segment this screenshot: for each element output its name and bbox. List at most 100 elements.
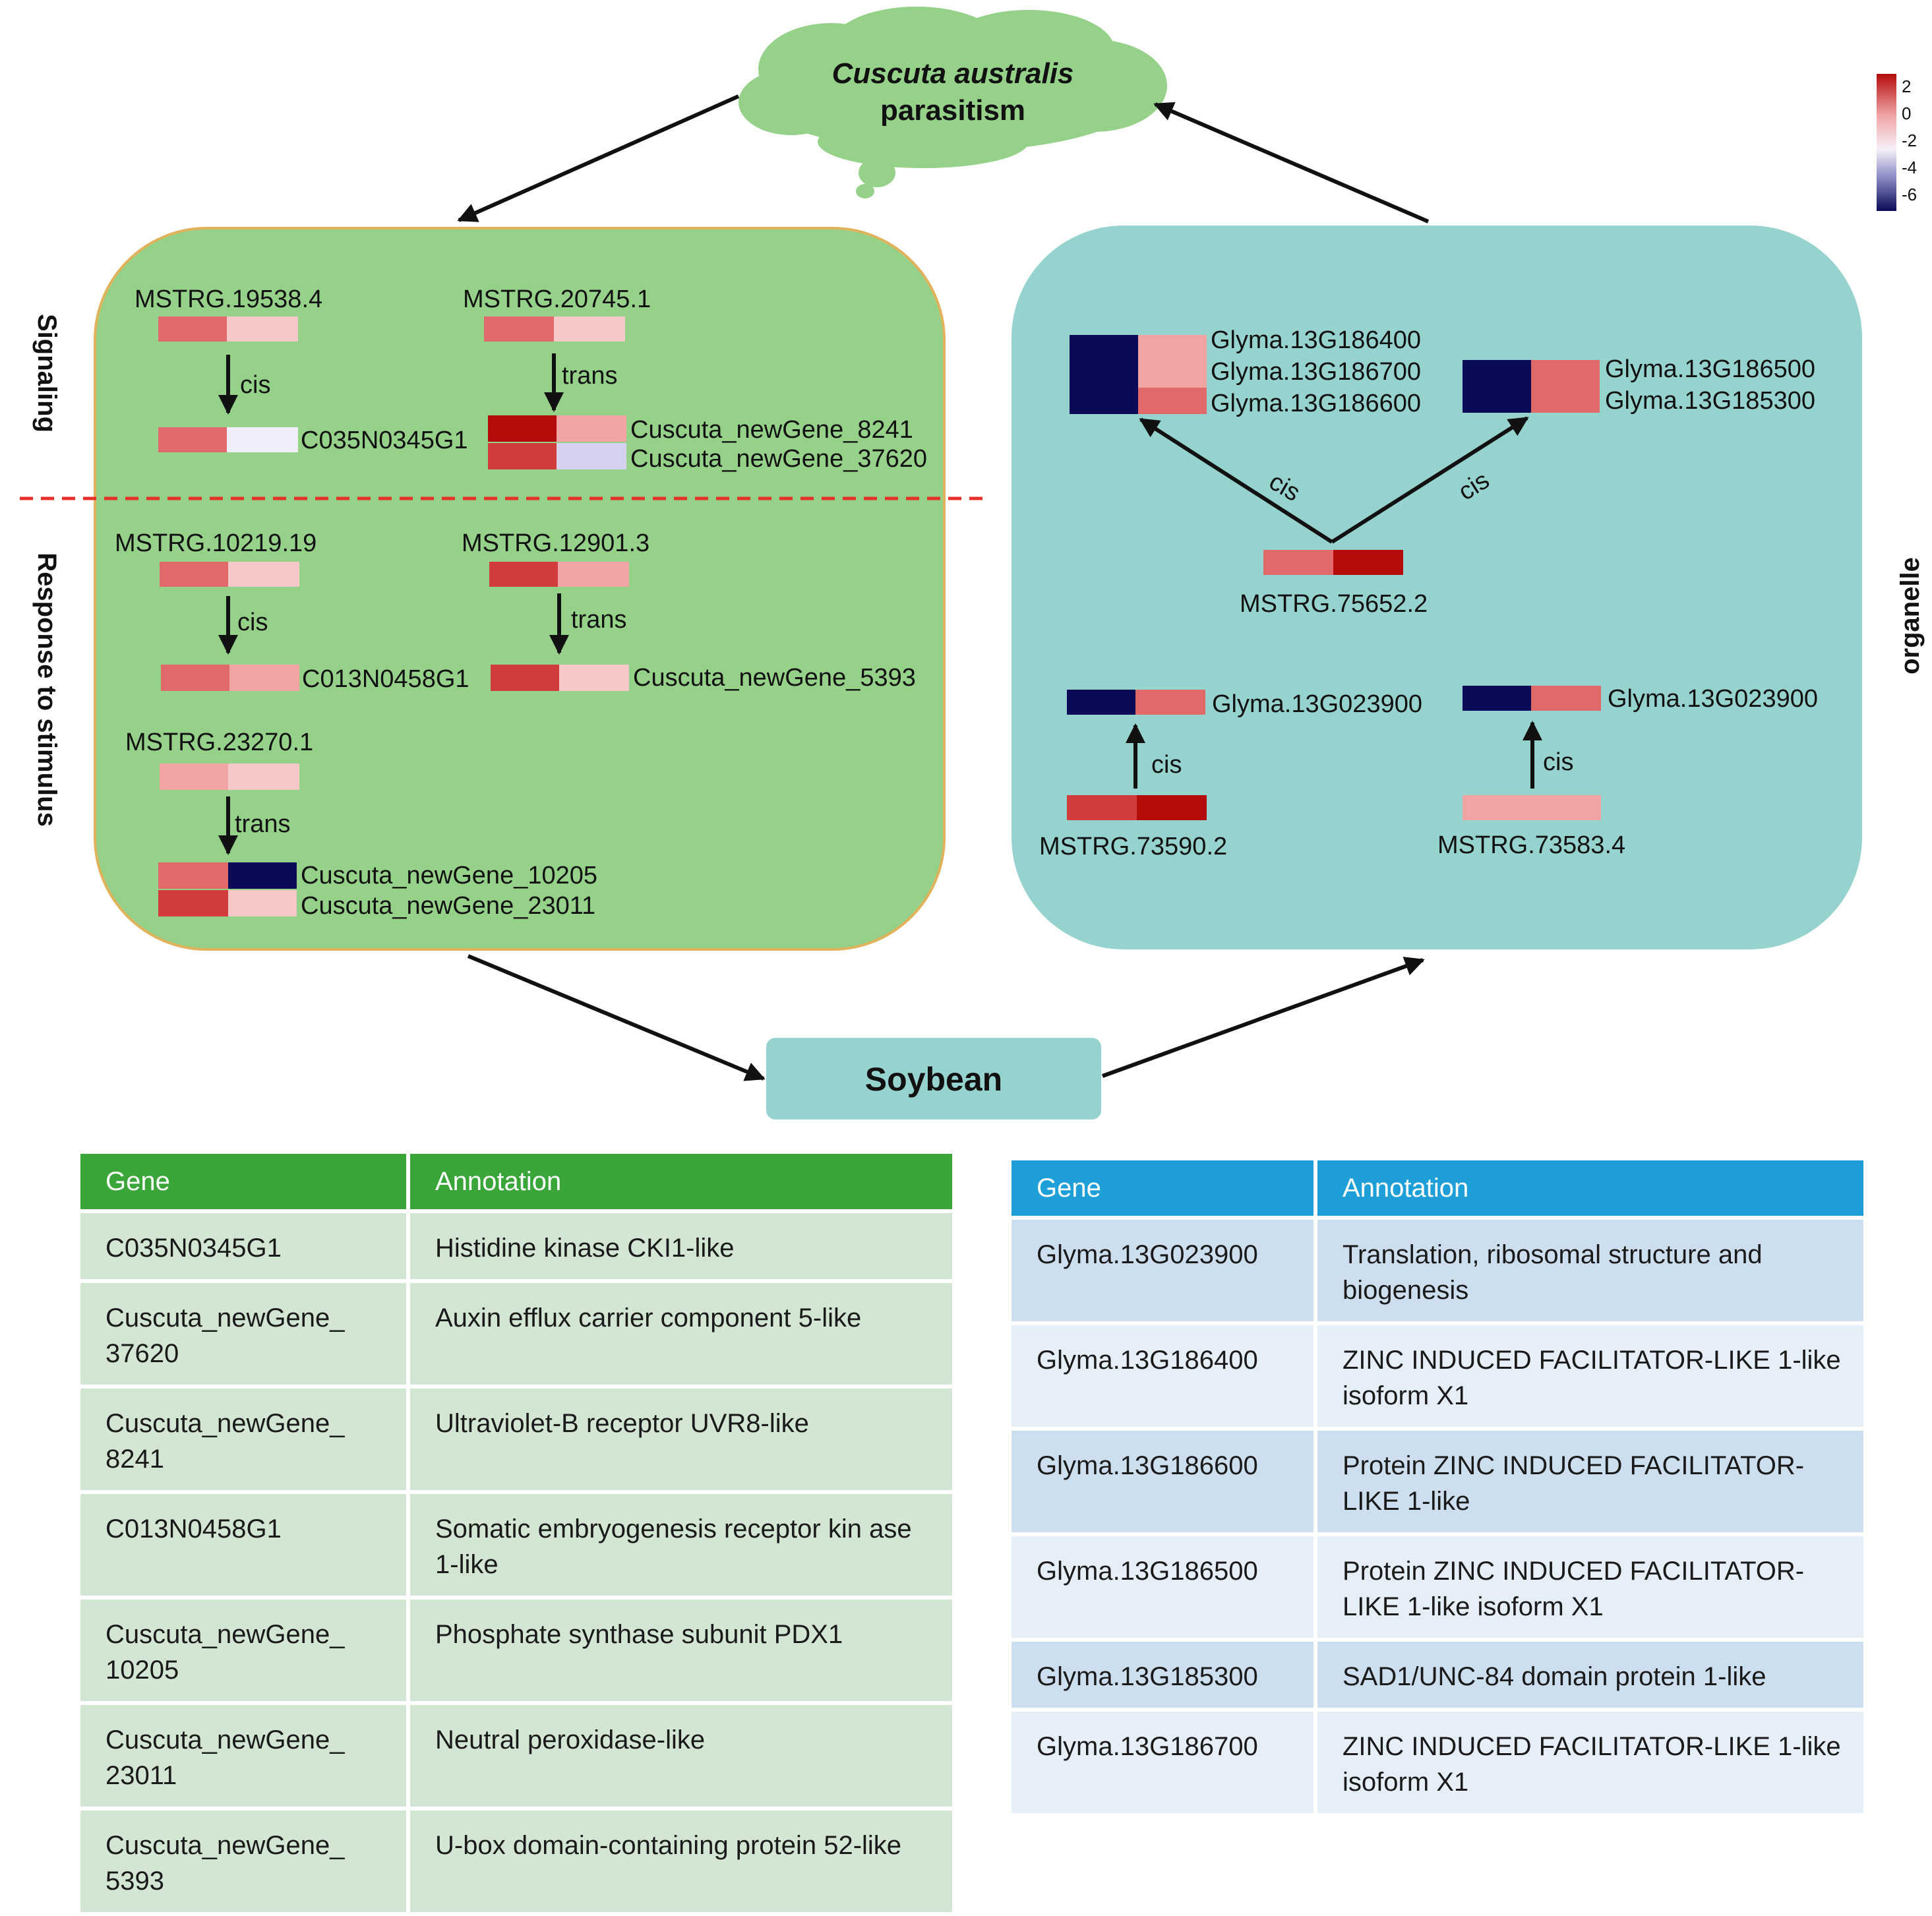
heat-cell <box>228 890 297 916</box>
relation-label: trans <box>571 606 626 634</box>
table-row: C035N0345G1 Histidine kinase CKI1-like <box>80 1213 952 1279</box>
table-row: Cuscuta_newGene_ 5393 U-box domain-conta… <box>80 1811 952 1912</box>
gene-label: Cuscuta_newGene_5393 <box>633 664 916 692</box>
lnc-label: MSTRG.10219.19 <box>115 529 317 557</box>
relation-label: cis <box>240 371 270 399</box>
soybean-annotation-table: Gene Annotation Glyma.13G023900 Translat… <box>1011 1156 1863 1817</box>
heat-cell <box>484 316 554 342</box>
gene-label: C035N0345G1 <box>301 427 468 454</box>
regulation-arrow <box>1139 417 1333 544</box>
gene-label: Glyma.13G186600 <box>1211 390 1421 417</box>
heat-cell <box>228 763 299 790</box>
soybean-box <box>766 1038 1101 1120</box>
heat-cell <box>489 562 558 587</box>
gene-cell: Glyma.13G186700 <box>1011 1712 1313 1813</box>
annotation-cell: ZINC INDUCED FACILITATOR-LIKE 1-like iso… <box>1313 1712 1863 1813</box>
gene-cell: Cuscuta_newGene_ 5393 <box>80 1811 406 1912</box>
lnc-label: MSTRG.73590.2 <box>1039 833 1227 860</box>
heat-cell <box>1463 360 1531 386</box>
heat-cell <box>1532 795 1601 820</box>
cuscuta-cloud <box>739 7 1167 198</box>
relation-label: trans <box>562 362 617 390</box>
heat-cell <box>228 562 299 587</box>
heat-cell <box>557 443 626 469</box>
heat-cell <box>1333 550 1403 575</box>
legend-tick: -4 <box>1902 158 1917 177</box>
side-label-organelle: organelle <box>1896 557 1925 674</box>
side-label-response: Response to stimulus <box>32 553 61 827</box>
annotation-cell: Protein ZINC INDUCED FACILITATOR-LIKE 1-… <box>1313 1536 1863 1638</box>
annotation-cell: Histidine kinase CKI1-like <box>406 1213 952 1279</box>
cuscuta-annotation-table: Gene Annotation C035N0345G1 Histidine ki… <box>80 1150 952 1916</box>
heat-cell <box>158 890 228 916</box>
table-row: Cuscuta_newGene_ 10205 Phosphate synthas… <box>80 1600 952 1701</box>
heat-cell <box>1138 388 1207 414</box>
heat-cell <box>158 427 227 452</box>
gene-cell: Cuscuta_newGene_ 8241 <box>80 1389 406 1490</box>
gene-label: Glyma.13G023900 <box>1608 685 1818 713</box>
lnc-label: MSTRG.12901.3 <box>462 529 649 557</box>
annotation-cell: Translation, ribosomal structure and bio… <box>1313 1220 1863 1321</box>
heat-cell <box>160 562 228 587</box>
gene-cell: Glyma.13G186600 <box>1011 1431 1313 1532</box>
annotation-cell: Phosphate synthase subunit PDX1 <box>406 1600 952 1701</box>
heat-cell <box>158 862 228 889</box>
heat-cell <box>1135 690 1205 715</box>
heat-cell <box>228 862 297 889</box>
table-row: Cuscuta_newGene_ 37620 Auxin efflux carr… <box>80 1283 952 1385</box>
relation-label: trans <box>235 810 290 838</box>
table-row: Glyma.13G186500 Protein ZINC INDUCED FAC… <box>1011 1536 1863 1638</box>
gene-label: C013N0458G1 <box>302 665 469 693</box>
legend-color-bar <box>1877 74 1896 211</box>
table-header-gene: Gene <box>1011 1160 1313 1216</box>
heat-cell <box>1070 335 1138 361</box>
soybean-label: Soybean <box>865 1061 1002 1098</box>
teal-panel <box>1011 225 1862 949</box>
gene-label: Cuscuta_newGene_10205 <box>301 862 597 889</box>
heat-cell <box>158 316 227 342</box>
heat-cell <box>1263 550 1333 575</box>
gene-label: Cuscuta_newGene_8241 <box>630 416 913 444</box>
legend-tick: -6 <box>1902 185 1917 204</box>
heat-cell <box>491 665 559 691</box>
table-row: C013N0458G1 Somatic embryogenesis recept… <box>80 1494 952 1596</box>
heat-cell <box>1070 388 1138 414</box>
relation-label: cis <box>237 609 268 636</box>
table-row: Glyma.13G186600 Protein ZINC INDUCED FAC… <box>1011 1431 1863 1532</box>
annotation-cell: Protein ZINC INDUCED FACILITATOR-LIKE 1-… <box>1313 1431 1863 1532</box>
table-row: Glyma.13G186700 ZINC INDUCED FACILITATOR… <box>1011 1712 1863 1813</box>
green-panel <box>94 227 946 951</box>
heat-cell <box>1138 335 1207 361</box>
table-row: Cuscuta_newGene_ 8241 Ultraviolet-B rece… <box>80 1389 952 1490</box>
legend-tick: 0 <box>1902 104 1911 123</box>
annotation-cell: ZINC INDUCED FACILITATOR-LIKE 1-like iso… <box>1313 1325 1863 1427</box>
annotation-cell: SAD1/UNC-84 domain protein 1-like <box>1313 1642 1863 1708</box>
annotation-cell: Neutral peroxidase-like <box>406 1705 952 1807</box>
heat-cell <box>1070 361 1138 388</box>
table-header-row: Gene Annotation <box>1011 1160 1863 1216</box>
gene-cell: Cuscuta_newGene_ 37620 <box>80 1283 406 1385</box>
heat-cell <box>488 443 557 469</box>
gene-cell: Cuscuta_newGene_ 10205 <box>80 1600 406 1701</box>
regulation-arrow <box>1331 416 1529 544</box>
cloud-title-line1: Cuscuta australis <box>832 57 1074 90</box>
interaction-diagram: Cuscuta australis parasitism 2 0 -2 -4 -… <box>20 7 1925 1120</box>
annotation-cell: U-box domain-containing protein 52-like <box>406 1811 952 1912</box>
heat-cell <box>227 316 298 342</box>
heat-cell <box>559 665 629 691</box>
arrow-cloud-to-green <box>457 94 740 222</box>
heat-cell <box>1531 360 1600 386</box>
table-row: Glyma.13G023900 Translation, ribosomal s… <box>1011 1220 1863 1321</box>
gene-cell: Glyma.13G023900 <box>1011 1220 1313 1321</box>
table-header-gene: Gene <box>80 1154 406 1209</box>
legend-tick: 2 <box>1902 76 1911 96</box>
gene-cell: Glyma.13G186400 <box>1011 1325 1313 1427</box>
heat-cell <box>229 665 299 691</box>
table-row: Glyma.13G185300 SAD1/UNC-84 domain prote… <box>1011 1642 1863 1708</box>
gene-label: Glyma.13G023900 <box>1212 690 1422 718</box>
table-header-row: Gene Annotation <box>80 1154 952 1209</box>
annotation-cell: Ultraviolet-B receptor UVR8-like <box>406 1389 952 1490</box>
lnc-label: MSTRG.75652.2 <box>1240 590 1428 618</box>
heat-cell <box>1531 386 1600 413</box>
gene-label: Cuscuta_newGene_23011 <box>301 892 595 920</box>
